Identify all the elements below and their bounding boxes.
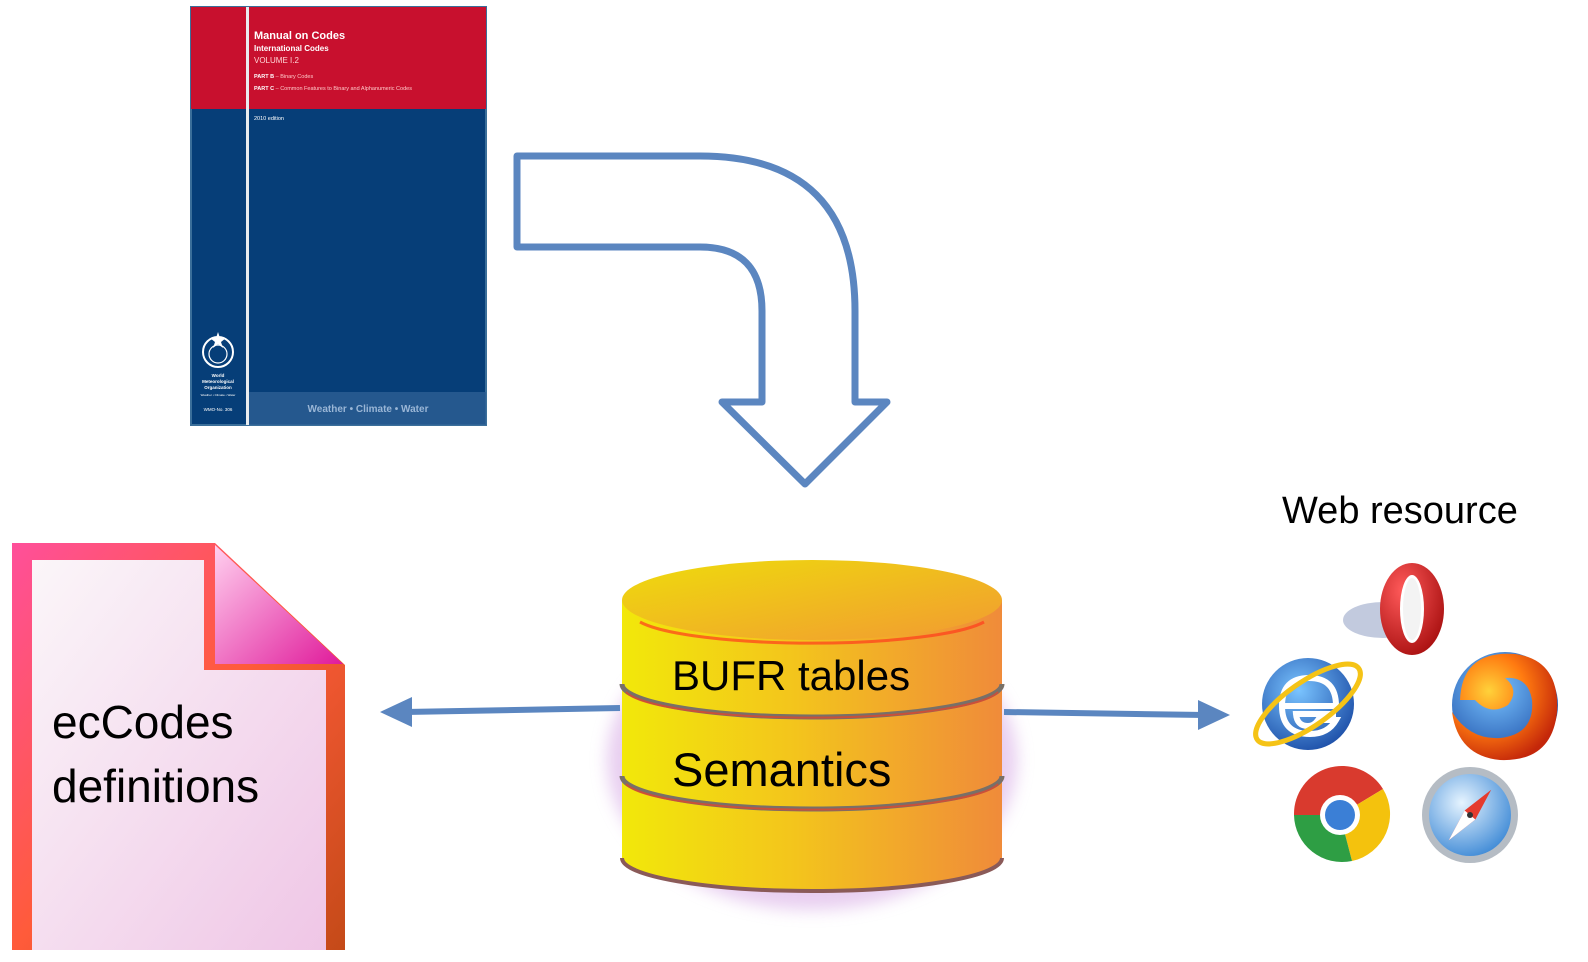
cylinder-bottom-edge bbox=[620, 857, 1004, 893]
cover-footer-band bbox=[249, 392, 486, 425]
cover-footer-tagline: Weather • Climate • Water bbox=[308, 404, 429, 415]
document-fold bbox=[215, 545, 343, 664]
manual-title: Manual on Codes bbox=[254, 30, 345, 42]
manual-part-c: PART C – Common Features to Binary and A… bbox=[254, 86, 412, 92]
arrow-to-web bbox=[1003, 700, 1230, 730]
manual-volume: VOLUME I.2 bbox=[254, 56, 299, 65]
definitions-document-icon bbox=[12, 543, 345, 950]
internet-explorer-icon bbox=[1253, 658, 1363, 750]
wmo-logo-icon bbox=[202, 332, 234, 368]
manual-cover: Manual on Codes International Codes VOLU… bbox=[190, 6, 487, 426]
cylinder-ring-1-glow bbox=[625, 691, 999, 719]
chrome-icon bbox=[1293, 765, 1391, 863]
arrow-to-definitions bbox=[380, 697, 621, 727]
wmo-name-line3: Organization bbox=[204, 385, 232, 390]
definitions-label-line2: definitions bbox=[52, 760, 260, 812]
manual-part-b: PART B – Binary Codes bbox=[254, 74, 313, 80]
wmo-motto: Weather • Climate • Water bbox=[201, 393, 236, 397]
definitions-label-line1: ecCodes bbox=[52, 696, 234, 748]
curved-down-arrow bbox=[513, 152, 891, 488]
manual-edition: 2010 edition bbox=[254, 116, 284, 122]
database-label-bufr-tables: BUFR tables bbox=[672, 652, 911, 699]
manual-subtitle: International Codes bbox=[254, 44, 329, 53]
cylinder-top bbox=[622, 560, 1002, 640]
cylinder-top-rim bbox=[639, 620, 985, 645]
document-paper bbox=[32, 560, 326, 950]
definitions-label: ecCodes definitions bbox=[52, 690, 259, 818]
safari-icon bbox=[1422, 767, 1518, 863]
database-label-semantics: Semantics bbox=[672, 743, 892, 796]
cylinder-ring-2-glow bbox=[625, 783, 999, 811]
cover-red-band bbox=[191, 7, 486, 109]
wmo-doc-number: WMO-No. 306 bbox=[204, 407, 233, 412]
cover-spine-line bbox=[246, 7, 249, 425]
web-resource-label: Web resource bbox=[1282, 490, 1518, 532]
database-cylinder bbox=[607, 560, 1017, 910]
web-browser-icons bbox=[1253, 563, 1558, 863]
firefox-icon bbox=[1452, 652, 1558, 761]
cylinder-body bbox=[622, 600, 1002, 891]
wmo-name-line1: World bbox=[212, 373, 225, 378]
wmo-name-line2: Meteorological bbox=[202, 379, 234, 384]
opera-icon bbox=[1343, 563, 1444, 655]
